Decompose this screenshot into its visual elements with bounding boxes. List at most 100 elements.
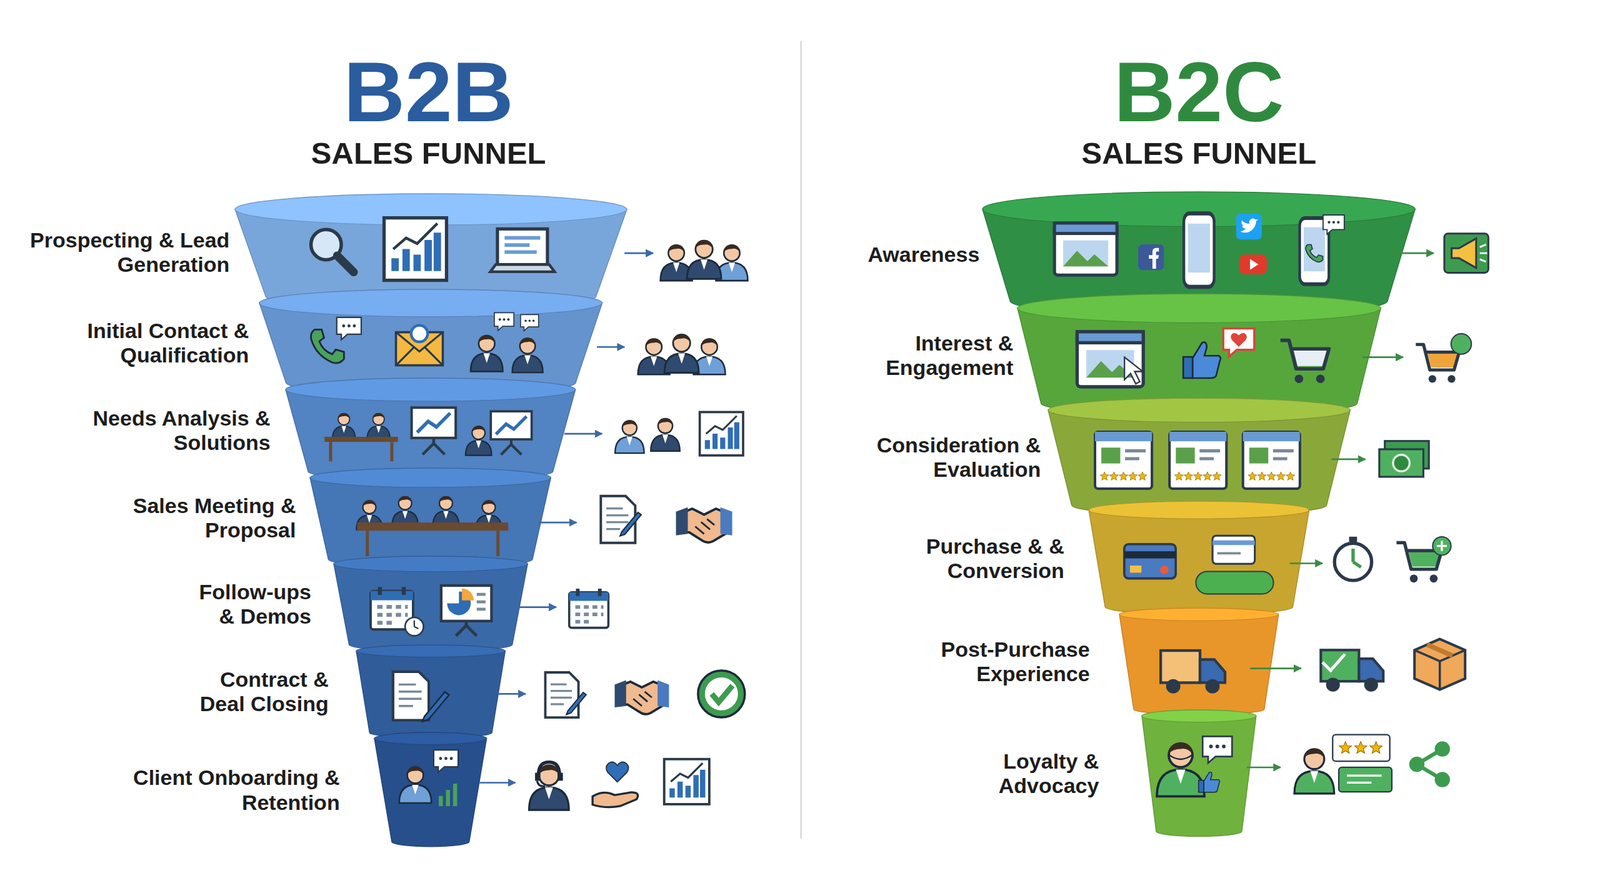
stage-label: Initial Contact & Qualification [69, 318, 249, 367]
funnel-title: B2C [1113, 49, 1284, 135]
funnel-band: Interest & Engagement [1017, 293, 1381, 416]
icon-c [664, 759, 710, 805]
flow-arrow [479, 781, 515, 784]
icon-shape [1322, 654, 1345, 671]
stage-label: Purchase & & Conversion [906, 534, 1065, 584]
icon-c [700, 411, 744, 455]
icon-fc [1212, 535, 1255, 564]
icon-hp [529, 762, 570, 810]
funnel-band: Client Onboarding & Retention [374, 732, 487, 847]
band-label: Needs Analysis & Solutions [87, 406, 270, 455]
icon-sh [1409, 741, 1450, 787]
band-label: Post-Purchase Experience [916, 637, 1090, 687]
funnel-subtitle: SALES FUNNEL [311, 137, 547, 169]
icon-hs [615, 680, 670, 715]
band-body [1048, 410, 1350, 515]
band-label: Consideration & Evaluation [871, 433, 1041, 482]
band-body [333, 564, 528, 652]
icon-h [1305, 244, 1324, 262]
icon-shape [324, 436, 399, 442]
icon-g [660, 240, 749, 281]
flow-arrow [624, 252, 654, 255]
band-label: Purchase & & Conversion [906, 534, 1065, 584]
band-label: Awareness [846, 243, 980, 268]
funnel-band: Contract & Deal Closing [356, 645, 505, 739]
stage-label: Loyalty & Advocacy [986, 749, 1100, 799]
icon-sc [1095, 431, 1152, 489]
band-rim [982, 191, 1415, 227]
band-label: Loyalty & Advocacy [986, 749, 1100, 799]
icon-shape [405, 617, 424, 636]
band-rim [310, 468, 551, 488]
band-rim [285, 378, 576, 402]
flow-arrow [1331, 458, 1366, 461]
stage-label: Follow-ups & Demos [179, 580, 312, 629]
icon-shape [1451, 333, 1472, 355]
flow-arrow [1362, 356, 1404, 359]
funnel-band: Purchase & & Conversion [1088, 501, 1310, 615]
band-rim [333, 556, 528, 572]
band-shape [333, 556, 528, 652]
band-shape [1141, 710, 1257, 837]
band-shape [310, 468, 551, 568]
icon-p [615, 420, 645, 454]
band-shape [285, 378, 576, 482]
funnel-title: B2B [343, 49, 514, 135]
band-body [356, 651, 505, 739]
band-shape [1048, 398, 1350, 515]
band-shape [374, 732, 487, 847]
icon-shape [1124, 357, 1143, 384]
icon-hs [676, 507, 733, 543]
icon-shape [1346, 775, 1382, 783]
flow-arrow [1393, 252, 1434, 255]
band-shape [356, 645, 505, 739]
icon-ok [698, 670, 745, 718]
flow-arrow [1290, 562, 1323, 565]
funnel-band: Awareness [982, 191, 1415, 317]
band-label: Interest & Engagement [856, 331, 1014, 380]
band-shape [1017, 293, 1381, 416]
icon-mg [1444, 233, 1489, 274]
icon-p [650, 418, 680, 452]
icon-b [1076, 331, 1144, 387]
icon-shape [414, 620, 419, 629]
funnel-band: Consideration & Evaluation [1048, 398, 1350, 515]
flow-arrow [1246, 766, 1281, 769]
flow-arrow [564, 433, 602, 435]
band-label: Initial Contact & Qualification [69, 318, 249, 367]
band-rim [1119, 608, 1279, 621]
icon-shape [1338, 767, 1392, 792]
icon-p [1294, 748, 1335, 794]
icon-b [1054, 223, 1117, 275]
icon-hd [592, 761, 639, 807]
band-rim [235, 193, 627, 225]
funnel-band: Initial Contact & Qualification [259, 289, 603, 395]
funnel-band: Prospecting & Lead Generation [235, 193, 627, 310]
icon-c [384, 218, 447, 281]
band-shape [259, 289, 603, 395]
stage-label: Sales Meeting & Proposal [126, 493, 296, 543]
flow-arrow [515, 606, 556, 609]
funnel-band: Loyalty & Advocacy [1141, 710, 1257, 837]
icon-mn [1379, 441, 1429, 477]
icon-g [638, 333, 726, 375]
flow-arrow [498, 693, 526, 695]
icon-sc [1169, 431, 1227, 489]
icon-k [569, 588, 609, 629]
icon-shape [1332, 735, 1390, 762]
icon-sw [1334, 536, 1372, 581]
band-label: Follow-ups & Demos [179, 580, 312, 629]
band-body [374, 738, 487, 847]
band-rim [1088, 501, 1310, 519]
icon-yt [1239, 254, 1267, 275]
icon-shape [1432, 536, 1451, 555]
stage-label: Needs Analysis & Solutions [87, 406, 270, 455]
icon-shape [356, 522, 509, 531]
stage-label: Prospecting & Lead Generation [29, 228, 230, 277]
band-shape [1088, 501, 1310, 615]
stage-label: Interest & Engagement [856, 331, 1014, 380]
stage-label: Client Onboarding & Retention [117, 765, 340, 815]
band-label: Contract & Deal Closing [179, 667, 329, 717]
flow-arrow [596, 346, 625, 349]
band-rim [1017, 293, 1381, 323]
